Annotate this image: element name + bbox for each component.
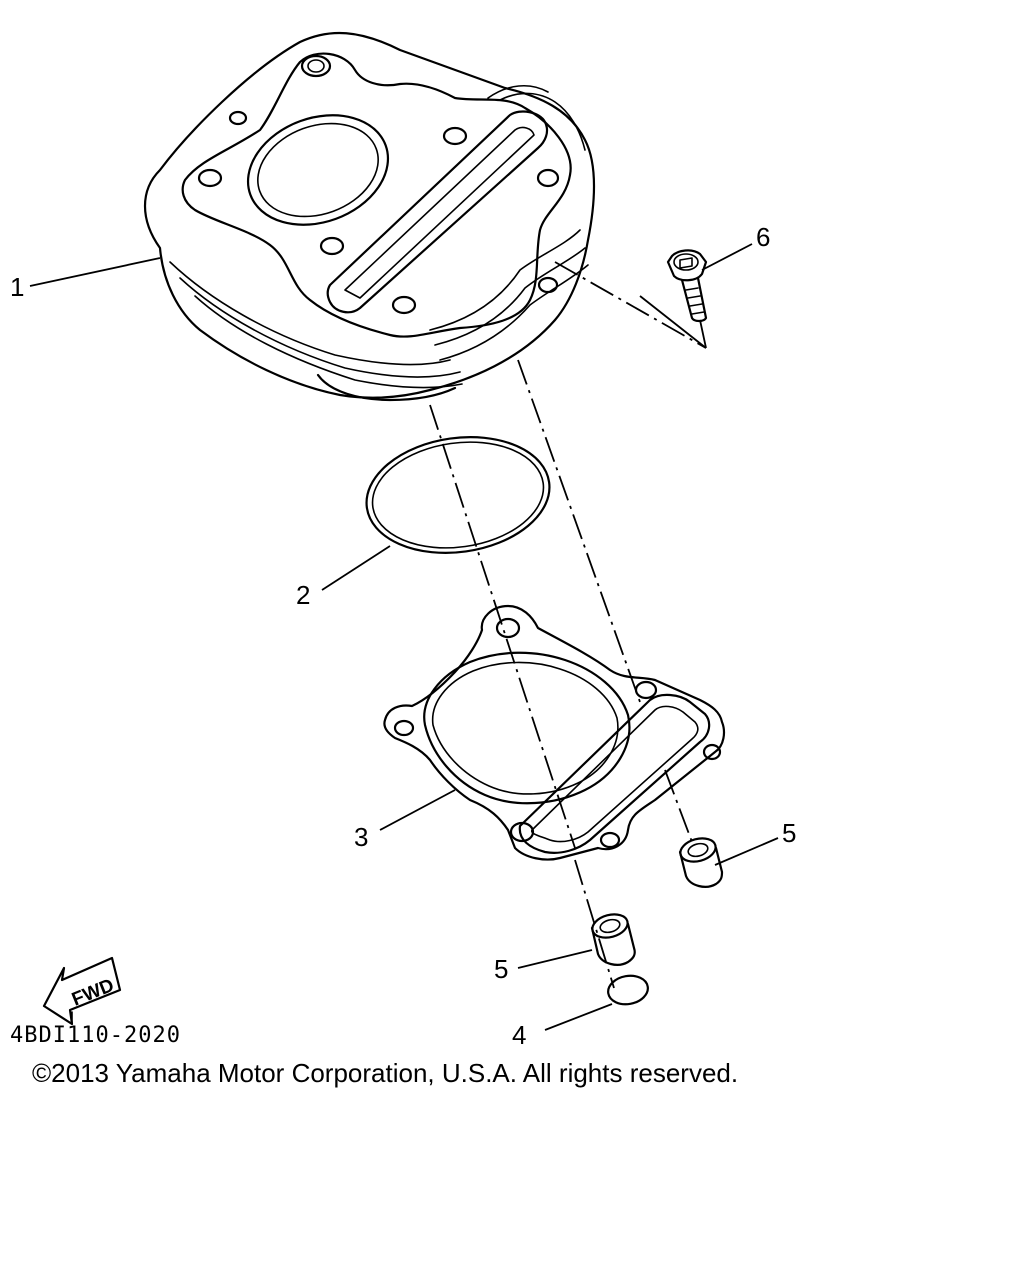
center-lines (429, 261, 707, 989)
callout-1: 1 (10, 272, 24, 302)
part-code: 4BDI110-2020 (10, 1023, 181, 1048)
fwd-label: FWD (69, 975, 117, 1011)
copyright-notice: ©2013 Yamaha Motor Corporation, U.S.A. A… (32, 1058, 739, 1088)
callout-2: 2 (296, 580, 310, 610)
callout-5-upper: 5 (782, 818, 796, 848)
callout-3: 3 (354, 822, 368, 852)
leader-lines (29, 243, 779, 1031)
bolt-part-6 (666, 249, 708, 323)
callout-6: 6 (756, 222, 770, 252)
dowel-pin-part-5-upper (678, 837, 724, 888)
callout-4: 4 (512, 1020, 526, 1050)
fwd-arrow-icon: FWD (42, 956, 122, 1026)
cylinder-part-1 (143, 31, 596, 402)
callout-5-lower: 5 (494, 954, 508, 984)
callout-labels: 1 2 3 4 5 5 6 (10, 222, 796, 1050)
o-ring-part-2 (365, 436, 551, 554)
plug-part-4 (607, 974, 649, 1006)
gasket-part-3 (383, 604, 726, 861)
dowel-pin-part-5-lower (590, 913, 636, 966)
